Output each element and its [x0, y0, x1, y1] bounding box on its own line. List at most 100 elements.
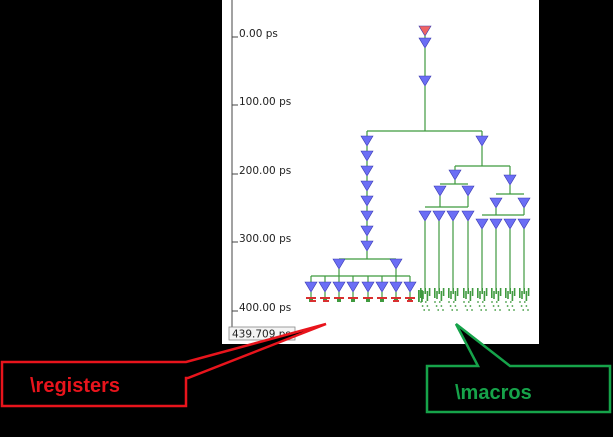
- clock-buffer: [360, 180, 374, 192]
- macro-pin: [422, 291, 424, 299]
- clock-buffer: [489, 197, 503, 209]
- macro-pin-dot: [423, 309, 426, 311]
- axis-tick-label: 400.00 ps: [239, 302, 291, 314]
- macro-pin: [418, 290, 420, 302]
- macro-pin: [452, 288, 454, 294]
- registers-callout-label: \registers: [30, 375, 120, 397]
- macro-pin-dot: [495, 301, 498, 303]
- macro-pin-dot: [454, 305, 457, 307]
- clock-buffer: [475, 218, 489, 230]
- macro-pin: [495, 288, 497, 294]
- macro-pin-dot: [424, 301, 427, 303]
- macro-pin-dot: [505, 301, 507, 303]
- axis-tick-1: 100.00 ps: [232, 96, 291, 108]
- clock-buffer: [461, 185, 475, 197]
- macro-pin: [440, 291, 443, 301]
- clock-buffer: [360, 240, 374, 252]
- axis-tick-label: 300.00 ps: [239, 233, 291, 245]
- clock-buffer: [418, 75, 432, 87]
- macro-pin: [428, 288, 431, 296]
- macro-pin: [479, 291, 481, 299]
- macro-pin: [421, 290, 423, 302]
- macro-pin: [426, 291, 429, 301]
- macro-pin-dot: [451, 309, 454, 311]
- macro-pin-dot: [478, 305, 481, 307]
- register-sink: [306, 297, 316, 299]
- register-sink: [391, 297, 401, 299]
- macro-pin: [497, 291, 500, 301]
- macro-pin-dot: [499, 309, 501, 311]
- macro-pin: [525, 291, 528, 301]
- macro-pin-dot: [428, 309, 430, 311]
- macro-pin-dot: [438, 301, 441, 303]
- axis-tick-label: 200.00 ps: [239, 165, 291, 177]
- clock-buffer: [318, 281, 332, 293]
- macro-pin: [424, 288, 426, 294]
- register-sink: [363, 297, 373, 299]
- macro-pin: [505, 288, 507, 298]
- clock-buffer: [389, 281, 403, 293]
- axis-tick-4: 400.00 ps: [232, 302, 291, 314]
- macro-pin: [507, 291, 509, 299]
- macro-pin-dot: [497, 305, 500, 307]
- macro-pin-dot: [523, 301, 526, 303]
- macros-callout: \macros: [425, 323, 612, 414]
- clock-buffer: [346, 281, 360, 293]
- register-pin: [337, 299, 341, 302]
- macro-pin: [438, 288, 440, 294]
- register-pin: [380, 299, 384, 302]
- macro-pin: [454, 291, 457, 301]
- macro-pin-dot: [426, 305, 429, 307]
- macro-pin: [519, 288, 521, 298]
- macro-pin: [521, 291, 523, 299]
- macro-pin-dot: [464, 305, 467, 307]
- macro-pin: [491, 288, 493, 298]
- macro-pin-dot: [522, 309, 525, 311]
- macro-pin-dot: [442, 309, 444, 311]
- root-clock-source: [418, 25, 432, 37]
- macro-pin-dot: [471, 309, 473, 311]
- register-sink: [334, 297, 344, 299]
- clock-buffer: [489, 218, 503, 230]
- clock-buffer: [360, 150, 374, 162]
- macro-pin: [467, 288, 469, 294]
- register-sink: [310, 300, 316, 302]
- macro-pin: [527, 288, 530, 296]
- macro-pin: [513, 288, 516, 296]
- macro-pin: [493, 291, 495, 299]
- clock-buffer: [332, 258, 346, 270]
- macro-pin-dot: [452, 301, 455, 303]
- macro-pin-dot: [527, 309, 529, 311]
- register-sink: [348, 297, 358, 299]
- axis-tick-0: 0.00 ps: [232, 28, 278, 40]
- macro-pin: [448, 288, 450, 298]
- macro-pin-dot: [520, 305, 523, 307]
- clock-buffer: [360, 225, 374, 237]
- register-pin: [351, 299, 355, 302]
- register-sink: [405, 297, 415, 299]
- macro-pin-dot: [449, 305, 452, 307]
- macro-pin: [471, 288, 474, 296]
- macro-pin-dot: [467, 301, 470, 303]
- macro-pin-dot: [469, 305, 472, 307]
- clock-buffer: [360, 210, 374, 222]
- macro-pin-dot: [513, 309, 515, 311]
- macro-pin-dot: [437, 309, 440, 311]
- macro-pin: [499, 288, 502, 296]
- clock-buffer: [403, 281, 417, 293]
- macro-pin-dot: [480, 309, 483, 311]
- macro-pin: [436, 291, 438, 299]
- register-sink: [320, 297, 330, 299]
- macro-pin-dot: [494, 309, 497, 311]
- clock-buffer: [304, 281, 318, 293]
- macros-callout-label: \macros: [455, 382, 532, 404]
- macro-pin-dot: [477, 301, 479, 303]
- macro-pin: [485, 288, 488, 296]
- clock-buffer: [332, 281, 346, 293]
- clock-buffer: [517, 197, 531, 209]
- macro-pin-dot: [435, 305, 438, 307]
- clock-buffer: [360, 165, 374, 177]
- clock-buffer: [446, 210, 460, 222]
- registers-callout-box: [0, 322, 327, 408]
- macro-pin: [477, 288, 479, 298]
